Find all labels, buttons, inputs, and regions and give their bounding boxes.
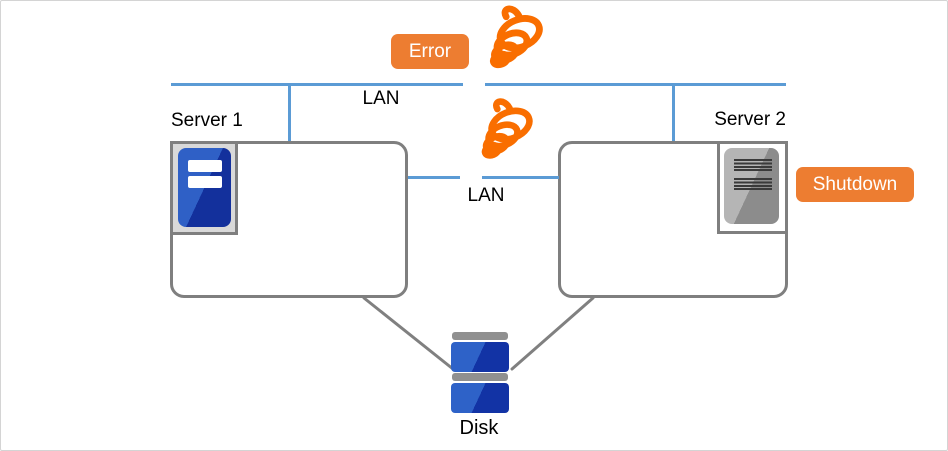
error-scribble-icon bbox=[477, 3, 547, 81]
server2-label: Server 2 bbox=[714, 109, 786, 130]
lan-interconnect-label: LAN bbox=[467, 185, 505, 206]
lan-top-line-right bbox=[485, 83, 786, 86]
lan-break-scribble-icon bbox=[469, 96, 537, 171]
lan-interconnect-line-right bbox=[482, 176, 559, 179]
server2-icon-frame bbox=[717, 141, 788, 234]
server-panel-bar bbox=[188, 160, 222, 172]
server-vent-grill bbox=[734, 159, 772, 171]
shutdown-badge: Shutdown bbox=[796, 167, 914, 202]
server1-uplink-line bbox=[288, 83, 291, 141]
server-vent-grill bbox=[734, 178, 772, 190]
server-panel-bar bbox=[188, 176, 222, 188]
server1-disk-connector bbox=[362, 296, 455, 371]
lan-interconnect-line-left bbox=[408, 176, 460, 179]
error-badge: Error bbox=[391, 34, 469, 69]
disk-platter bbox=[451, 342, 509, 372]
server-tower-active-icon bbox=[178, 148, 231, 227]
disk-label: Disk bbox=[459, 417, 499, 439]
lan-top-label: LAN bbox=[362, 88, 400, 109]
server-tower-down-icon bbox=[724, 148, 779, 224]
server2-disk-connector bbox=[510, 296, 595, 371]
disk-cap bbox=[452, 373, 508, 381]
disk-platter bbox=[451, 383, 509, 413]
disk-cap bbox=[452, 332, 508, 340]
server1-label: Server 1 bbox=[171, 110, 243, 131]
server1-icon-frame bbox=[170, 141, 238, 235]
server2-uplink-line bbox=[672, 83, 675, 141]
lan-top-line-left bbox=[171, 83, 463, 86]
